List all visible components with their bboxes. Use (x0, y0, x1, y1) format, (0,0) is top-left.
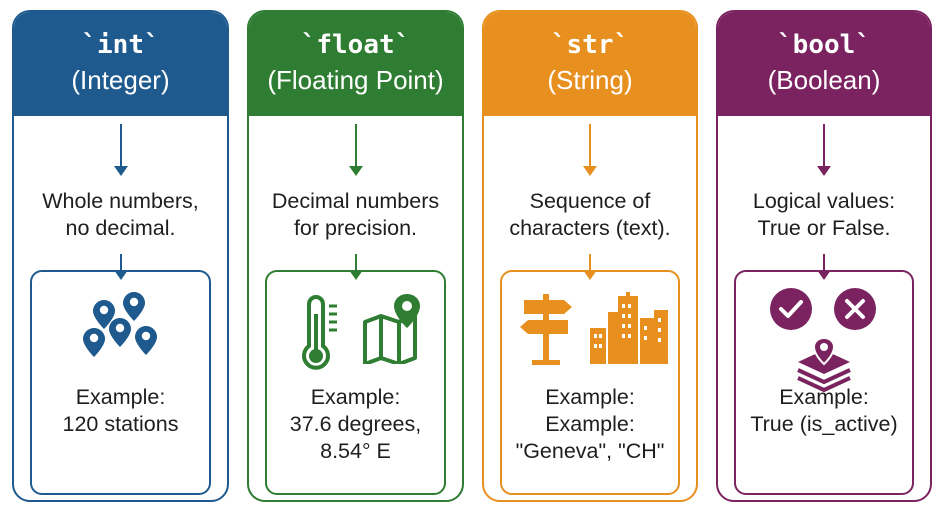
description-line: Logical values: (752, 189, 896, 213)
down-arrow-icon (817, 254, 831, 280)
type-description: Sequence of characters (text). (484, 188, 696, 242)
example-text: Example: Example: "Geneva", "CH" (502, 384, 678, 465)
description-line: no decimal. (65, 216, 176, 240)
example-box: Example: True (is_active) (734, 270, 914, 495)
example-line: True (is_active) (750, 412, 898, 436)
example-line: Example: (779, 385, 869, 409)
down-arrow-icon (583, 124, 597, 176)
type-description: Decimal numbers for precision. (249, 188, 462, 242)
card-str: `str` (String) Sequence of characters (t… (482, 10, 698, 502)
description-line: True or False. (757, 216, 891, 240)
description-line: for precision. (293, 216, 418, 240)
example-icons (32, 288, 209, 383)
example-text: Example: 37.6 degrees, 8.54° E (267, 384, 444, 465)
map-pins-icon (83, 292, 157, 357)
down-arrow-icon (583, 254, 597, 280)
down-arrow-icon (348, 254, 363, 280)
type-description: Logical values: True or False. (718, 188, 930, 242)
example-box: Example: 37.6 degrees, 8.54° E (265, 270, 446, 495)
check-circle-icon (770, 288, 812, 330)
down-arrow-icon (113, 254, 128, 280)
example-line: Example: (75, 385, 166, 409)
type-code: `str` (550, 29, 630, 60)
example-box: Example: Example: "Geneva", "CH" (500, 270, 680, 495)
type-code: `float` (300, 29, 411, 60)
example-line: 37.6 degrees, (289, 412, 422, 436)
x-circle-icon (834, 288, 876, 330)
type-code: `int` (81, 29, 160, 60)
layers-pin-icon (797, 338, 851, 392)
city-buildings-icon (590, 292, 668, 364)
type-description: Whole numbers, no decimal. (14, 188, 227, 242)
description-line: Sequence of (529, 189, 651, 213)
example-line: Example: (545, 385, 635, 409)
example-text: Example: True (is_active) (736, 384, 912, 438)
example-line: Example: (545, 412, 635, 436)
example-line: 8.54° E (320, 439, 391, 463)
card-header: `bool` (Boolean) (718, 12, 930, 116)
down-arrow-icon (348, 124, 363, 176)
card-bool: `bool` (Boolean) Logical values: True or… (716, 10, 932, 502)
type-name: (String) (547, 64, 633, 95)
folded-map-pin-icon (363, 294, 420, 364)
type-name: (Boolean) (767, 64, 881, 95)
description-line: characters (text). (509, 216, 671, 240)
example-icons (502, 288, 678, 383)
signpost-icon (520, 294, 572, 365)
card-int: `int` (Integer) Whole numbers, no decima… (12, 10, 229, 502)
card-header: `str` (String) (484, 12, 696, 116)
type-code: `bool` (777, 29, 871, 60)
card-header: `float` (Floating Point) (249, 12, 462, 116)
down-arrow-icon (113, 124, 128, 176)
type-name: (Integer) (71, 64, 170, 95)
down-arrow-icon (817, 124, 831, 176)
example-box: Example: 120 stations (30, 270, 211, 495)
example-line: Example: (310, 385, 401, 409)
example-icons (736, 288, 912, 392)
card-header: `int` (Integer) (14, 12, 227, 116)
thermometer-icon (302, 295, 337, 370)
description-line: Whole numbers, (42, 189, 199, 213)
example-line: "Geneva", "CH" (515, 439, 665, 463)
description-line: Decimal numbers (271, 189, 440, 213)
type-name: (Floating Point) (267, 64, 444, 95)
example-text: Example: 120 stations (32, 384, 209, 438)
example-icons (267, 288, 444, 383)
example-line: 120 stations (62, 412, 179, 436)
card-float: `float` (Floating Point) Decimal numbers… (247, 10, 464, 502)
